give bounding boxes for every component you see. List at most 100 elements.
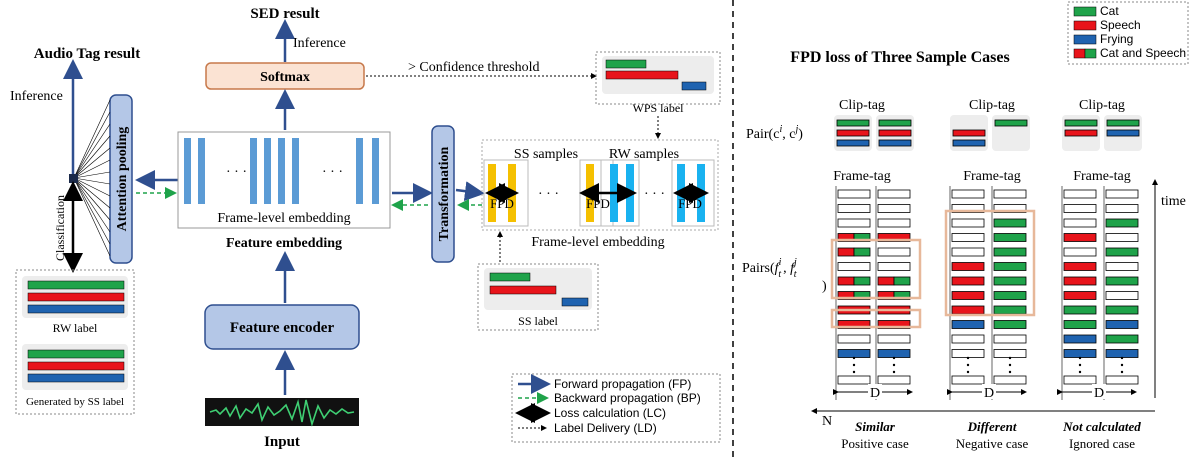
case-3-title: Not calculated — [1062, 419, 1141, 434]
ellipsis-dot — [892, 370, 896, 374]
ss-samples-label: SS samples — [514, 147, 578, 162]
generated-by-text: Generated by SS label — [26, 396, 124, 408]
ellipsis-dot — [1078, 356, 1082, 360]
ellipsis-dot — [852, 356, 856, 360]
clip-cell — [836, 119, 870, 127]
legend-swatch-frying — [1073, 34, 1097, 45]
legend-swatch-mixed-green — [1084, 48, 1097, 59]
frame-cell — [1063, 276, 1097, 286]
clip-cell — [1064, 129, 1098, 137]
sample-dots-2: · · · — [644, 187, 665, 202]
frame-cell — [951, 204, 985, 213]
frame-cell — [1063, 334, 1097, 344]
samples-frame — [481, 139, 719, 231]
gen-bar-frying — [27, 373, 125, 383]
frame-tag-columns — [835, 186, 1139, 400]
frame-cell — [877, 247, 911, 257]
labels-frame — [15, 269, 135, 415]
right-legend-frame — [1067, 1, 1189, 65]
ellipsis-dot — [966, 356, 970, 360]
frame-cell — [951, 218, 985, 228]
frame-cell — [951, 189, 985, 199]
fpd-label-1: FPD — [490, 196, 514, 211]
left-legend-frame — [511, 373, 721, 443]
legend-delivery-label: Label Delivery (LD) — [554, 421, 657, 435]
wps-label-text: WPS label — [633, 101, 685, 115]
frame-cell — [993, 262, 1027, 271]
legend-swatch-cat — [1073, 6, 1097, 17]
wps-bar-frying — [681, 81, 707, 91]
frame-cell — [837, 276, 855, 286]
frame-cell — [951, 291, 985, 300]
rw-bar-frying — [27, 304, 125, 314]
frame-cell — [877, 204, 911, 213]
embedding-dots-1: · · · — [226, 165, 247, 180]
frame-cell — [837, 349, 871, 358]
ss-bar-cat — [489, 272, 531, 282]
frame-cell — [877, 233, 911, 242]
case-1-title: Similar — [855, 419, 896, 434]
frame-tag-1: Frame-tag — [833, 169, 891, 184]
ellipsis-dot — [892, 363, 896, 367]
frame-cell — [853, 276, 871, 286]
frame-cell — [837, 247, 855, 257]
frame-cell — [893, 291, 911, 300]
d-label-3: D — [1094, 386, 1104, 401]
case-1-subtitle: Positive case — [841, 436, 909, 451]
frame-cell — [1063, 349, 1097, 358]
wps-label-frame — [595, 51, 721, 105]
frame-cell — [1063, 305, 1097, 315]
frame-cell — [993, 189, 1027, 199]
frame-cell — [993, 233, 1027, 242]
audio-tag-result-title: Audio Tag result — [34, 46, 140, 62]
clip-cell — [1064, 119, 1098, 127]
frame-cell — [837, 189, 871, 199]
frame-cell — [893, 276, 911, 286]
clip-cell — [1106, 119, 1140, 127]
frame-cell — [877, 349, 911, 358]
different-highlight — [944, 209, 1036, 317]
frame-cell — [1105, 349, 1139, 358]
frame-cell — [993, 349, 1027, 358]
clip-cell — [878, 139, 912, 147]
clip-cell — [952, 139, 986, 147]
frame-cell — [853, 291, 871, 300]
d-mask-2 — [982, 384, 996, 399]
embedding-bars — [184, 138, 379, 204]
feature-embedding-label: Feature embedding — [226, 236, 342, 251]
frame-cell — [1063, 218, 1097, 228]
frame-cell — [951, 305, 985, 315]
d-label-2: D — [984, 386, 994, 401]
frame-cell — [1063, 291, 1097, 300]
clip-cell — [952, 129, 986, 137]
ss-label-frame — [477, 263, 599, 331]
legend-backward-label: Backward propagation (BP) — [554, 391, 701, 405]
frame-cell — [1105, 375, 1139, 385]
fpd-title: FPD loss of Three Sample Cases — [790, 49, 1009, 66]
wps-bar-cat — [605, 59, 647, 69]
frame-cell — [1105, 189, 1139, 199]
ss-sample-group-1 — [483, 159, 529, 227]
attention-pooling-box — [109, 94, 133, 264]
legend-swatch-speech — [1073, 20, 1097, 31]
ellipsis-dot — [852, 370, 856, 374]
frame-cell — [877, 262, 911, 271]
ellipsis-dot — [892, 356, 896, 360]
fpd-label-2: FPD — [586, 196, 610, 211]
inference-left-label: Inference — [10, 89, 63, 104]
wps-bar-speech — [605, 70, 679, 80]
case-2-title: Different — [967, 419, 1017, 434]
frame-cell — [1105, 262, 1139, 271]
clip-tag-1: Clip-tag — [839, 98, 885, 113]
fpd-label-3: FPD — [678, 196, 702, 211]
frame-cell — [1105, 204, 1139, 213]
legend-swatch-mixed-red — [1073, 48, 1086, 59]
frame-cell — [877, 218, 911, 228]
frame-cell — [951, 334, 985, 344]
frame-cell — [1105, 276, 1139, 286]
ellipsis-dot — [852, 363, 856, 367]
frame-cell — [1063, 262, 1097, 271]
gen-bar-speech — [27, 361, 125, 371]
frame-cell — [1063, 233, 1097, 242]
ellipsis-dot — [966, 370, 970, 374]
